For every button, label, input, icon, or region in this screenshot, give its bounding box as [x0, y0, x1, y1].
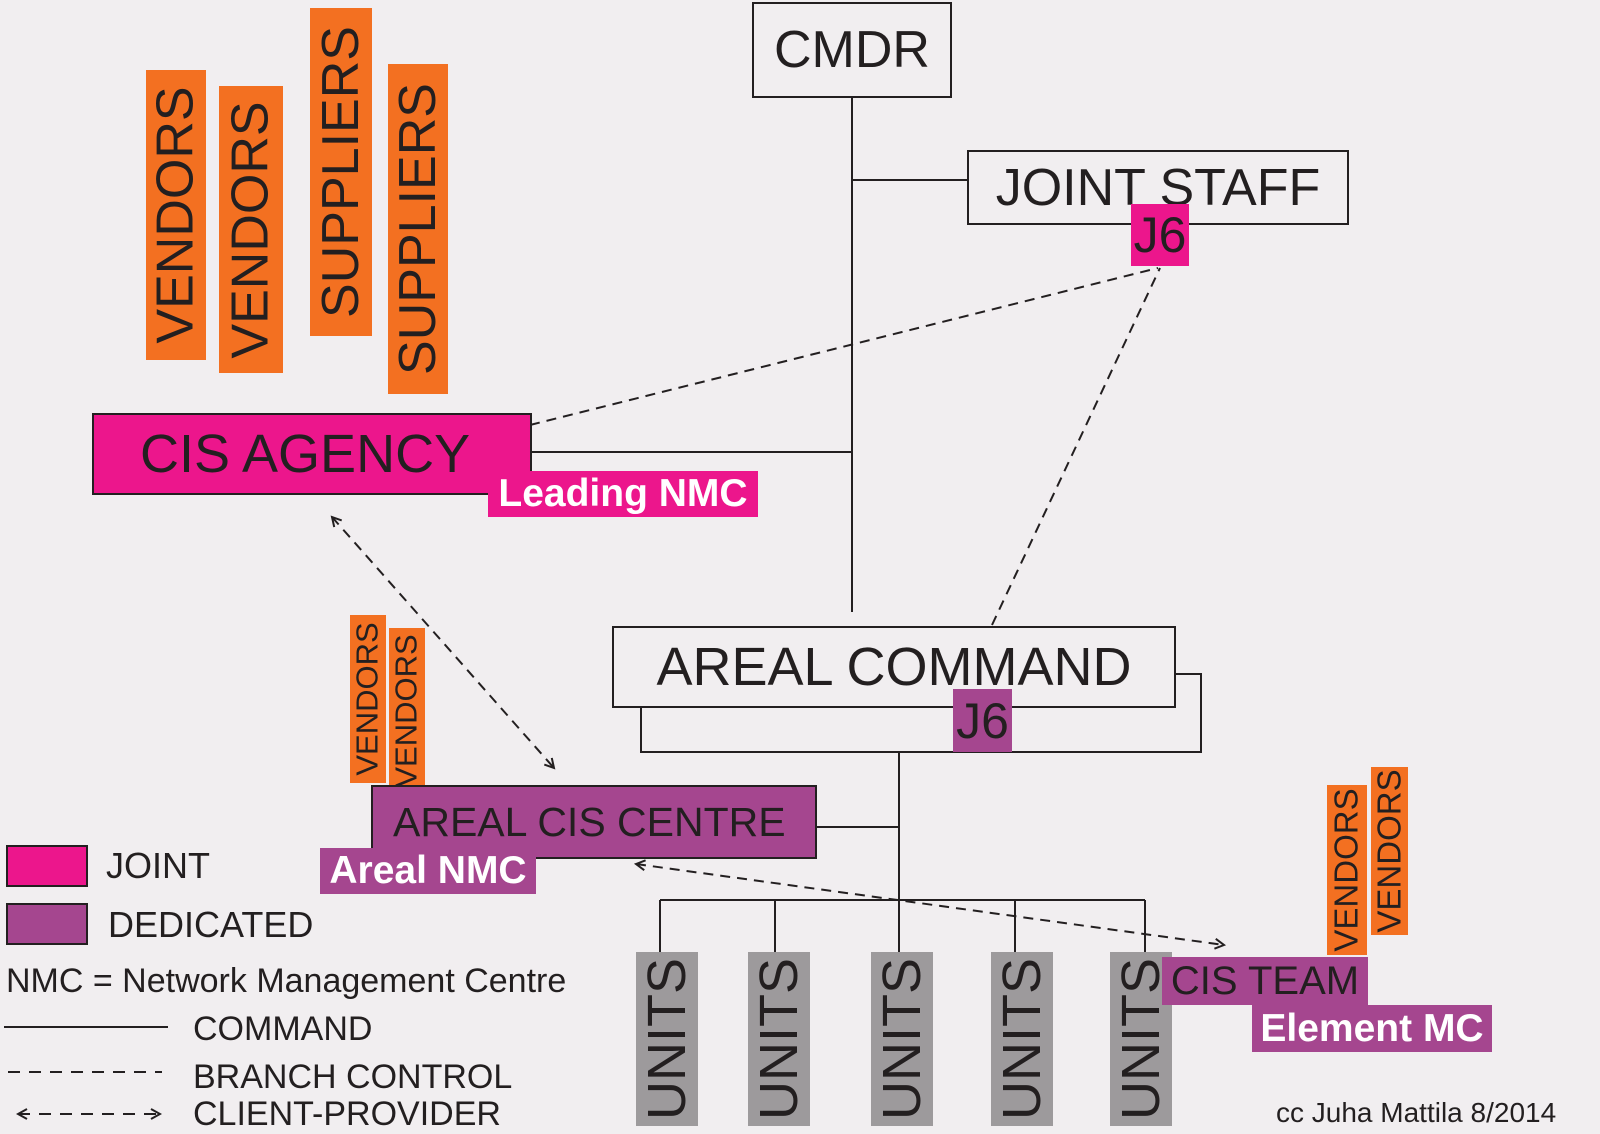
cis-agency-box: CIS AGENCY — [92, 413, 532, 495]
vendors-label-4: VENDORS — [389, 628, 425, 794]
legend-nmc-definition: NMC = Network Management Centre — [6, 962, 567, 1000]
units-label-3: UNITS — [871, 952, 933, 1126]
legend-client-provider-label: CLIENT-PROVIDER — [193, 1095, 501, 1133]
legend-command-label: COMMAND — [193, 1010, 373, 1048]
vendors-label-1: VENDORS — [146, 70, 206, 360]
legend-branch-control-label: BRANCH CONTROL — [193, 1058, 513, 1096]
units-label-1: UNITS — [636, 952, 698, 1126]
areal-command-label: AREAL COMMAND — [656, 637, 1132, 697]
branch-control-line-agency — [529, 267, 1159, 426]
areal-command-j6-tag: J6 — [953, 689, 1012, 752]
areal-cis-centre-label: AREAL CIS CENTRE — [393, 798, 786, 845]
units-label-5: UNITS — [1110, 952, 1172, 1126]
vendors-label-6: VENDORS — [1371, 767, 1408, 935]
client-provider-arrow-cis-team — [636, 864, 1224, 945]
joint-staff-j6-tag: J6 — [1131, 204, 1189, 266]
cmdr-box: CMDR — [752, 2, 952, 98]
units-label-4: UNITS — [991, 952, 1053, 1126]
cis-agency-label: CIS AGENCY — [140, 424, 471, 484]
areal-nmc-tag: Areal NMC — [320, 848, 536, 894]
cis-team-label: CIS TEAM — [1170, 958, 1360, 1003]
leading-nmc-tag: Leading NMC — [488, 471, 758, 517]
legend-joint-label: JOINT — [106, 845, 210, 886]
suppliers-label-2: SUPPLIERS — [388, 64, 448, 394]
units-label-2: UNITS — [748, 952, 810, 1126]
legend-joint-swatch — [6, 845, 88, 887]
cis-team-box: CIS TEAM — [1162, 957, 1368, 1005]
cmdr-label: CMDR — [774, 21, 930, 79]
areal-cis-centre-box: AREAL CIS CENTRE — [371, 785, 817, 859]
vendors-label-2: VENDORS — [219, 86, 283, 373]
vendors-label-5: VENDORS — [1327, 785, 1367, 955]
areal-command-box: AREAL COMMAND — [612, 626, 1176, 708]
element-mc-tag: Element MC — [1252, 1005, 1492, 1052]
legend-dedicated-swatch — [6, 903, 88, 945]
branch-control-line-areal — [991, 267, 1161, 626]
suppliers-label-1: SUPPLIERS — [310, 8, 372, 336]
client-provider-arrow-agency — [332, 517, 554, 768]
legend-dedicated-label: DEDICATED — [108, 904, 314, 945]
credit-text: cc Juha Mattila 8/2014 — [1276, 1097, 1557, 1128]
vendors-label-3: VENDORS — [350, 615, 386, 783]
